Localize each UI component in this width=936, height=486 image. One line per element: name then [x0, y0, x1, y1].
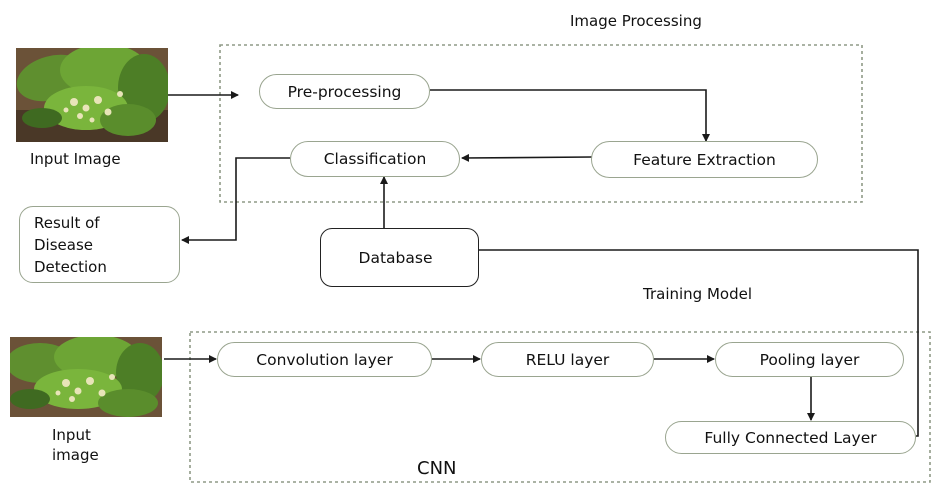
result-line-3: Detection [34, 257, 107, 276]
preprocessing-node: Pre-processing [259, 74, 430, 109]
arrow-feature-to-classification [461, 153, 593, 162]
input-image-caption-top: Input Image [30, 150, 121, 168]
convolution-layer-node: Convolution layer [217, 342, 432, 377]
feature-extraction-node: Feature Extraction [591, 141, 818, 178]
cnn-group [189, 331, 931, 483]
leaf-photo-bottom [10, 337, 162, 417]
pooling-layer-node: Pooling layer [715, 342, 904, 377]
result-line-1: Result of [34, 214, 100, 232]
classification-node: Classification [290, 141, 460, 177]
line-database-to-fully-connected [478, 249, 919, 437]
input-image-caption-bottom-line1: Input [52, 426, 91, 444]
relu-layer-node: RELU layer [481, 342, 654, 377]
leaf-photo-top [16, 48, 168, 142]
cnn-title: CNN [417, 458, 457, 479]
fully-connected-layer-node: Fully Connected Layer [665, 421, 916, 454]
arrow-classification-to-result [181, 157, 290, 244]
image-processing-title: Image Processing [570, 12, 702, 30]
image-processing-group [219, 44, 863, 203]
result-line-2: Disease [34, 235, 93, 254]
database-box: Database [320, 228, 479, 287]
result-box: Result of Disease Detection [19, 206, 180, 283]
arrow-preprocessing-to-feature [430, 89, 710, 142]
input-image-caption-bottom-line2: image [52, 446, 99, 464]
training-model-label: Training Model [643, 285, 752, 303]
